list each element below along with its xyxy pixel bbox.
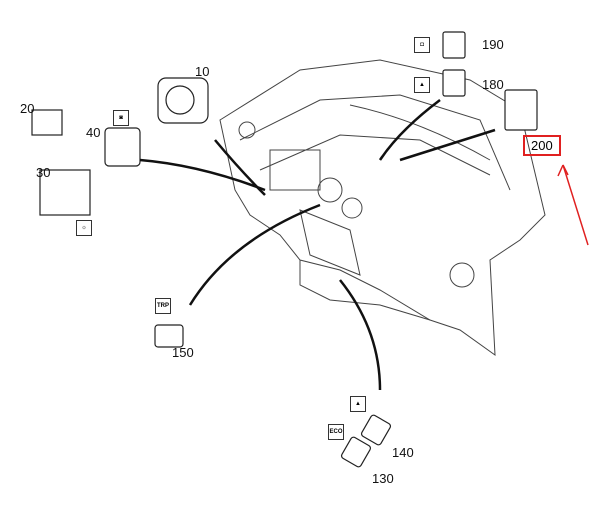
callout-140: 140 [392,445,414,460]
callout-40: 40 [86,125,101,140]
lock-icon: ◘ [414,37,430,53]
callout-20: 20 [20,101,35,116]
part-20 [31,109,63,136]
callout-200-highlighted: 200 [523,135,561,156]
hazard-icon: ▲ [350,396,366,412]
dashboard-outline [219,59,546,357]
trip-icon: TRP [155,298,171,314]
highlight-arrow [562,164,589,246]
part-140 [360,414,392,446]
callout-150: 150 [172,345,194,360]
callout-130: 130 [372,471,394,486]
seat-icon: ◙ [113,110,129,126]
part-150 [154,324,184,348]
part-130 [340,436,372,468]
callout-190: 190 [482,37,504,52]
part-30 [39,169,91,216]
part-200 [504,89,538,131]
callout-180: 180 [482,77,504,92]
warning-triangle-icon: ▲ [414,77,430,93]
callout-30: 30 [36,165,51,180]
part-180 [442,69,466,97]
part-40 [104,127,141,167]
light-icon: ☼ [76,220,92,236]
eco-icon: ECO [328,424,344,440]
callout-10: 10 [195,64,210,79]
part-190 [442,31,466,59]
